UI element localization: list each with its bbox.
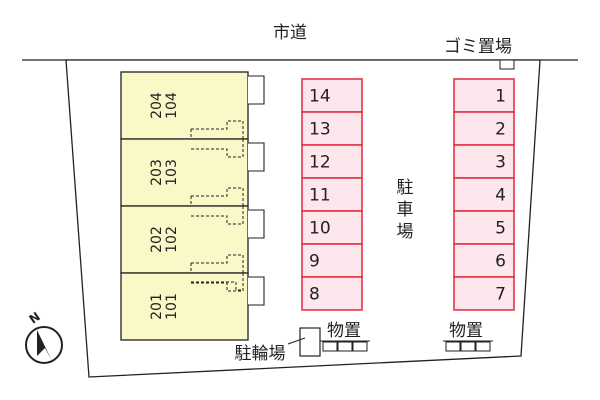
- storage-box: [352, 341, 368, 352]
- parking-slot: [453, 78, 515, 113]
- compass-label: N: [27, 309, 43, 326]
- parking-slot-number: 10: [309, 219, 331, 239]
- parking-slot-number: 7: [495, 285, 506, 305]
- bicycle-parking-box: [299, 327, 321, 357]
- storage-label-right: 物置: [449, 321, 483, 341]
- parking-slot: [301, 276, 363, 311]
- unit-number-upper: 203: [149, 159, 165, 186]
- storage-box: [460, 341, 476, 352]
- balcony: [248, 142, 265, 172]
- parking-label-char: 車: [397, 200, 414, 220]
- parking-slot-number: 11: [309, 186, 331, 206]
- parking-slot-number: 2: [495, 120, 506, 140]
- parking-slot-number: 1: [495, 87, 506, 107]
- dashed-outline: [190, 254, 244, 273]
- balcony: [248, 276, 265, 306]
- parking-slot-number: 5: [495, 219, 506, 239]
- garbage-box: [499, 59, 515, 70]
- unit-number-lower: 104: [164, 92, 180, 119]
- bicycle-parking-label: 駐輪場: [235, 344, 286, 364]
- parking-slot-number: 8: [309, 285, 320, 305]
- storage-box: [475, 341, 491, 352]
- storage-label-left: 物置: [327, 321, 361, 341]
- unit-number-upper: 204: [149, 92, 165, 119]
- storage-right: [443, 340, 493, 352]
- parking-slot: [301, 177, 363, 212]
- unit-block: [120, 272, 249, 341]
- road-label: 市道: [273, 23, 307, 43]
- dashed-outline: [190, 120, 244, 139]
- balcony: [248, 75, 265, 105]
- parking-slot-number: 9: [309, 252, 320, 272]
- bicycle-parking-leader: [287, 337, 306, 345]
- unit-number-lower: 102: [164, 226, 180, 253]
- dashed-outline: [191, 139, 244, 158]
- parking-slot: [301, 210, 363, 245]
- parking-slot-number: 4: [495, 186, 506, 206]
- parking-column-left: 14 13 12 11 10 9 8: [301, 78, 363, 311]
- parking-label: 駐車場: [397, 178, 414, 242]
- compass: N: [25, 309, 63, 364]
- storage-box: [337, 341, 353, 352]
- parking-slot-number: 3: [495, 153, 506, 173]
- unit-block: [120, 138, 249, 207]
- storage-box: [322, 341, 338, 352]
- unit-number-lower: 101: [164, 293, 180, 320]
- parking-column-right: 1 2 3 4 5 6 7: [453, 78, 515, 311]
- dashed-outline: [191, 206, 244, 225]
- compass-needle-icon: [37, 330, 52, 361]
- unit-number-upper: 202: [149, 226, 165, 253]
- dashed-outline: [191, 273, 244, 292]
- storage-left: [320, 340, 370, 352]
- parking-slot-number: 13: [309, 120, 331, 140]
- unit-number-lower: 103: [164, 159, 180, 186]
- parking-slot-number: 12: [309, 153, 331, 173]
- unit-number-upper: 201: [149, 293, 165, 320]
- dashed-outline: [191, 281, 243, 291]
- parking-label-char: 駐: [397, 178, 414, 198]
- unit-block: [120, 205, 249, 274]
- parking-slot-number: 6: [495, 252, 506, 272]
- garbage-label: ゴミ置場: [444, 36, 512, 57]
- parking-label-char: 場: [397, 222, 414, 242]
- parking-slot: [453, 177, 515, 212]
- parking-slot: [453, 111, 515, 146]
- parking-slot: [301, 111, 363, 146]
- unit-block: [120, 71, 249, 140]
- parking-slot: [453, 276, 515, 311]
- parking-slot: [453, 243, 515, 278]
- storage-box: [445, 341, 461, 352]
- balcony: [248, 209, 265, 239]
- parking-slot: [301, 243, 363, 278]
- parking-slot: [453, 144, 515, 179]
- dashed-outline: [190, 187, 244, 206]
- parking-slot-number: 14: [309, 87, 331, 107]
